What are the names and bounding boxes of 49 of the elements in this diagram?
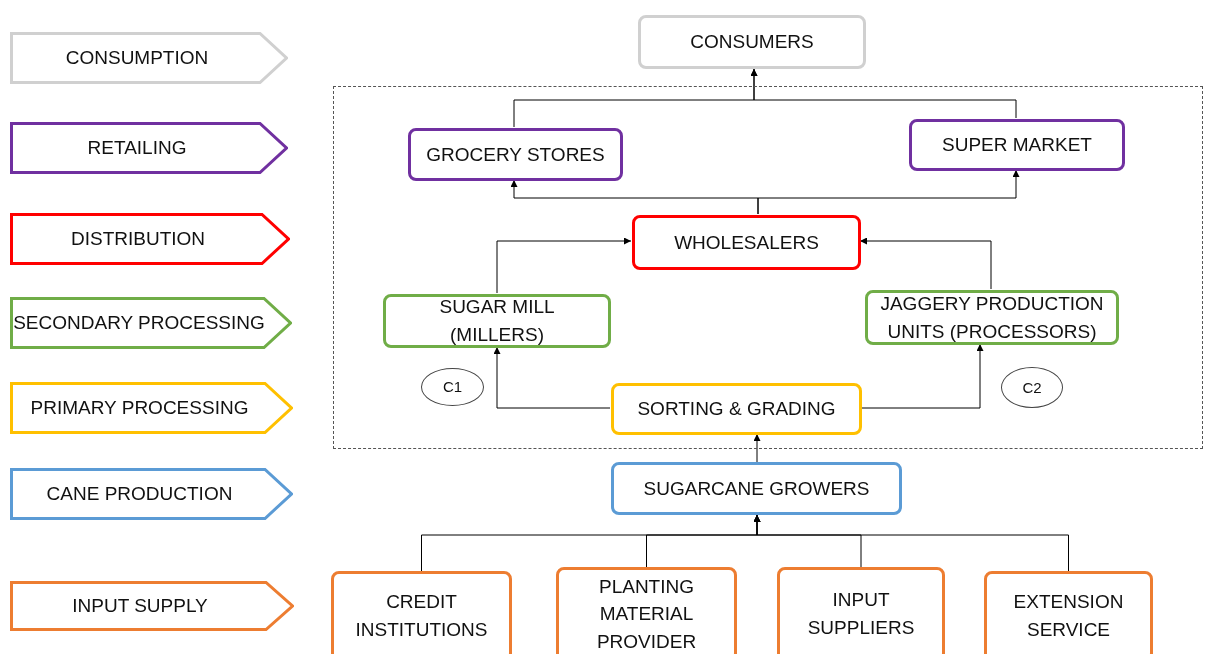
box-label: CREDIT INSTITUTIONS (354, 590, 489, 642)
stage-banner (10, 32, 288, 84)
cluster-label: C2 (1022, 377, 1042, 398)
stage-label: CANE PRODUCTION (46, 482, 233, 507)
cluster-label: C1 (442, 377, 463, 398)
box-label: JAGGERY PRODUCTION UNITS (PROCESSORS) (879, 291, 1105, 344)
process-box (383, 294, 611, 348)
box-label: SUGAR MILL (MILLERS) (438, 295, 556, 347)
arrow (750, 68, 1017, 119)
box-label: CONSUMERS (690, 30, 814, 55)
stage-label: SECONDARY PROCESSING (13, 311, 265, 336)
stage-banner (10, 297, 292, 349)
arrow (753, 433, 761, 463)
process-box (909, 119, 1125, 171)
arrow (753, 514, 1069, 572)
box-label: GROCERY STORES (426, 142, 605, 167)
stage-banner (10, 581, 294, 631)
box-label: INPUT SUPPLIERS (806, 588, 916, 640)
arrow (496, 237, 632, 294)
stage-banner (10, 382, 293, 434)
stage-banner (10, 213, 290, 265)
box-label: SUGARCANE GROWERS (643, 476, 870, 501)
box-label: SUPER MARKET (942, 133, 1092, 158)
box-label: WHOLESALERS (674, 230, 819, 255)
process-box (638, 15, 866, 69)
process-box (984, 571, 1153, 654)
arrow (860, 343, 984, 409)
dashed-boundary (333, 86, 1203, 449)
process-box (632, 215, 861, 270)
process-box (331, 571, 512, 654)
box-label: EXTENSION SERVICE (1012, 590, 1125, 642)
arrow (757, 169, 1020, 215)
arrow (859, 237, 992, 290)
process-box (408, 128, 623, 181)
box-label: PLANTING MATERIAL PROVIDER (595, 574, 698, 654)
stage-label: DISTRIBUTION (70, 227, 206, 252)
process-box (611, 383, 862, 435)
stage-label: CONSUMPTION (65, 46, 209, 71)
stage-label: INPUT SUPPLY (72, 594, 208, 619)
stage-banner (10, 468, 293, 520)
box-label: SORTING & GRADING (637, 397, 836, 422)
process-box (777, 567, 945, 654)
stage-banner (10, 122, 288, 174)
arrow (493, 346, 611, 409)
stage-label: PRIMARY PROCESSING (30, 396, 249, 421)
process-box (556, 567, 737, 654)
cluster-ellipse (1001, 367, 1063, 408)
stage-label: RETAILING (87, 136, 187, 161)
process-box (611, 462, 902, 515)
